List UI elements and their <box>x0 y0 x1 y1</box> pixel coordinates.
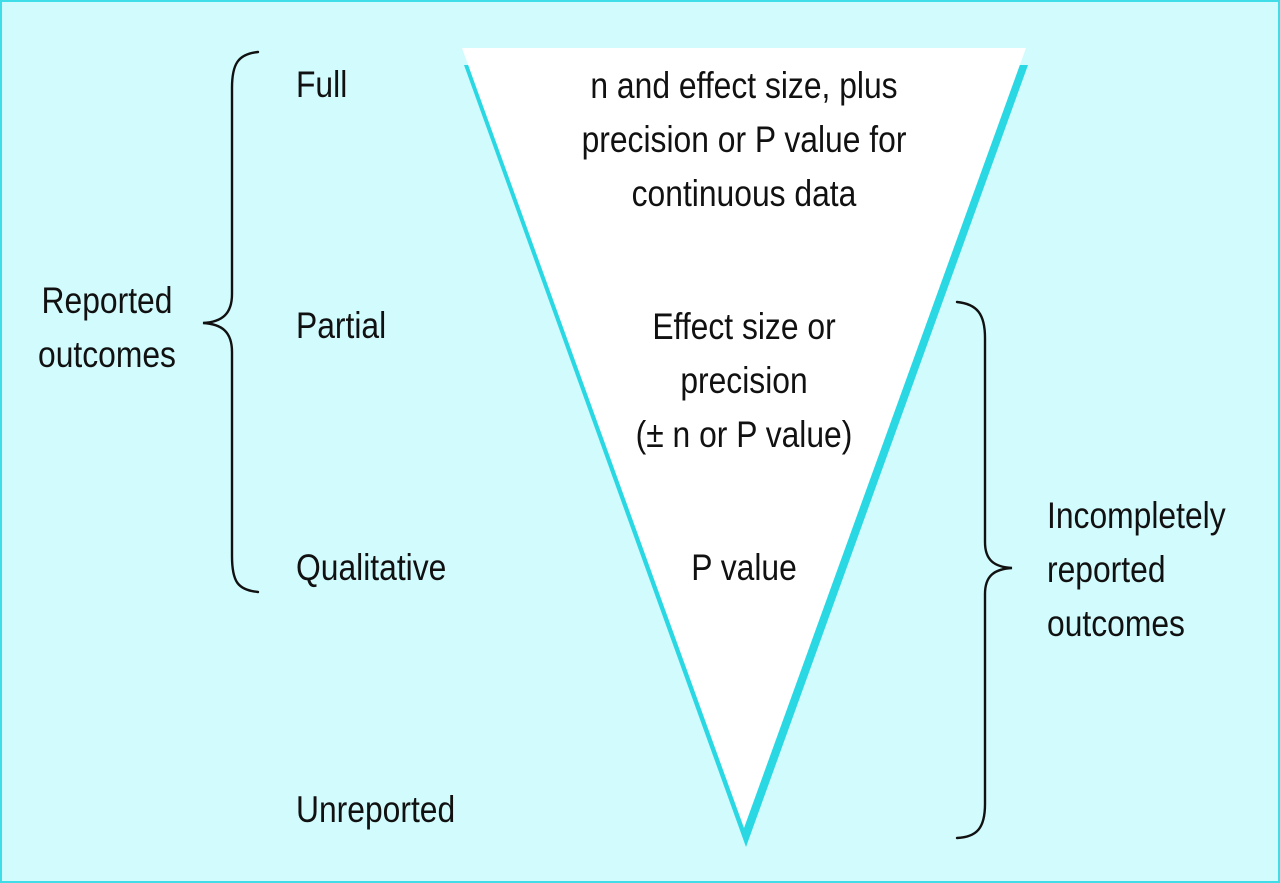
full-description-line: n and effect size, plus <box>590 65 898 106</box>
level-unreported-label: Unreported <box>296 789 456 830</box>
full-description-line: precision or P value for <box>581 119 907 160</box>
reported-outcomes-line: Reported <box>41 280 173 321</box>
incompletely-reported-outcomes-label: Incompletely reported outcomes <box>1047 489 1226 651</box>
right-curly-brace <box>955 300 1013 840</box>
level-qualitative-label: Qualitative <box>296 547 447 588</box>
reported-outcomes-line: outcomes <box>38 334 176 375</box>
left-curly-brace <box>202 50 260 594</box>
level-partial-label: Partial <box>296 305 387 346</box>
partial-description-line: precision <box>680 360 808 401</box>
partial-description: Effect size or precision (± n or P value… <box>572 300 916 462</box>
partial-description-line: Effect size or <box>652 306 836 347</box>
qualitative-description: P value <box>615 541 873 595</box>
funnel-triangle <box>462 48 1026 828</box>
level-full-label: Full <box>296 64 348 105</box>
incomplete-outcomes-line: reported <box>1047 549 1166 590</box>
qualitative-description-line: P value <box>691 547 797 588</box>
partial-description-line: (± n or P value) <box>635 414 853 455</box>
reported-outcomes-label: Reported outcomes <box>17 274 198 382</box>
incomplete-outcomes-line: outcomes <box>1047 603 1185 644</box>
full-description-line: continuous data <box>631 173 857 214</box>
full-description: n and effect size, plus precision or P v… <box>529 59 959 221</box>
incomplete-outcomes-line: Incompletely <box>1047 495 1226 536</box>
